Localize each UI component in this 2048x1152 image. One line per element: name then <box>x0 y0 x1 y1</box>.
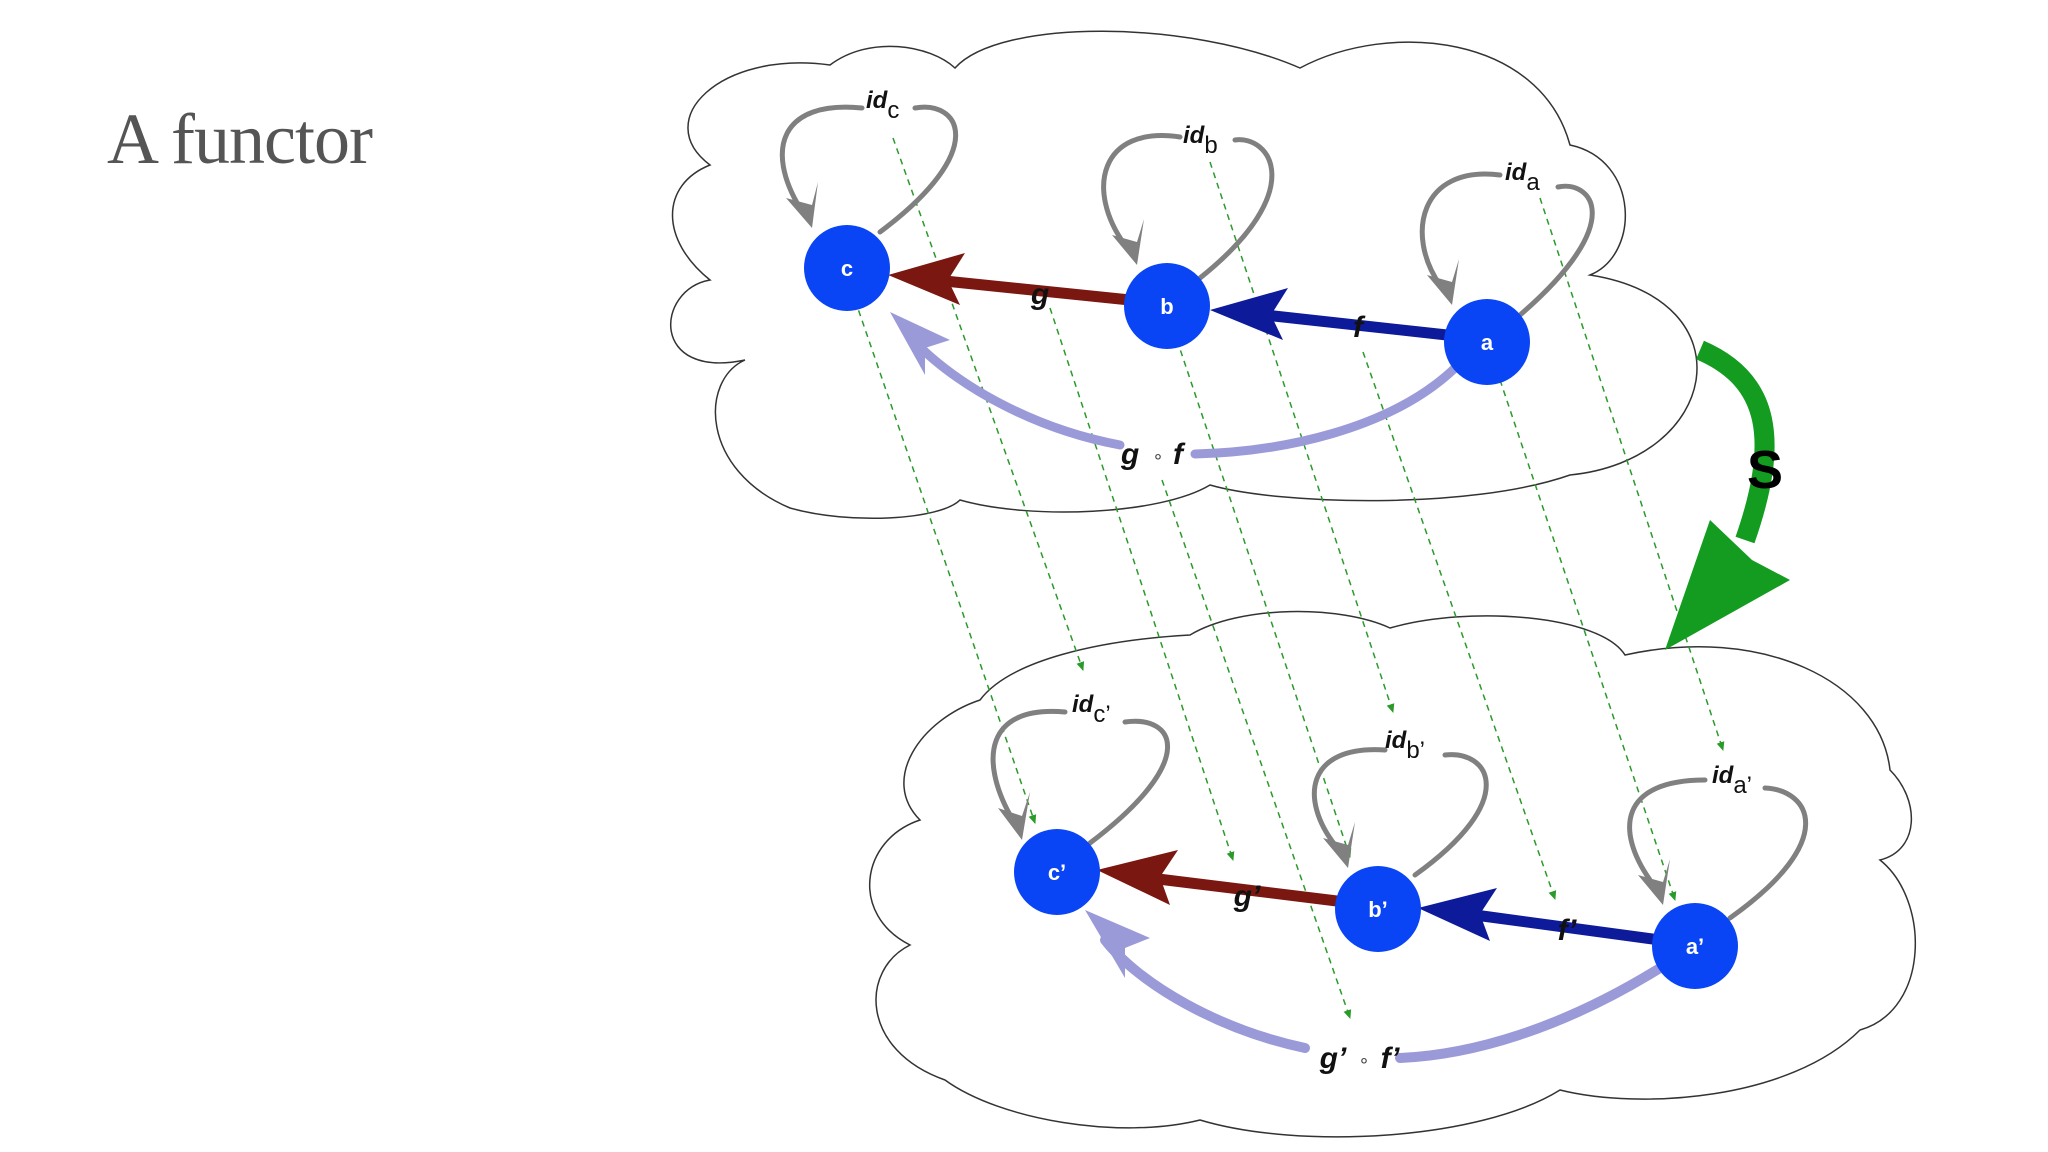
morphism-f-prime-shaft <box>1474 909 1661 946</box>
morphism-g-label: g <box>1030 278 1049 311</box>
composition-gof-prime-label: g’ ∘ f’ <box>1319 1042 1400 1075</box>
id-a-sub: a <box>1526 169 1540 196</box>
morphism-f-prime-label: f’ <box>1558 914 1578 947</box>
id-b-loop <box>1101 133 1275 281</box>
id-a-prime-label: ida’ <box>1712 762 1752 799</box>
composition-f-label: f <box>1173 438 1186 471</box>
id-b-prime-sub: b’ <box>1406 737 1425 764</box>
target-node-c[interactable]: c’ <box>1014 829 1100 915</box>
compose-symbol: ∘ <box>1152 446 1163 466</box>
id-a-loop <box>1419 171 1595 318</box>
composition-gof-arrow <box>905 332 1460 459</box>
compose-prime-symbol: ∘ <box>1358 1050 1369 1070</box>
id-c-prime-prefix: id <box>1072 691 1095 718</box>
composition-g-prime-label: g’ <box>1319 1042 1347 1075</box>
composition-gof-label: g ∘ f <box>1120 438 1186 471</box>
id-c-prime-loop <box>990 708 1170 846</box>
map-line-c <box>854 299 1037 824</box>
id-a-prime-arrowhead <box>1638 859 1670 905</box>
morphism-f-shaft <box>1264 309 1448 341</box>
map-line-f <box>1362 351 1557 900</box>
target-node-c-label: c’ <box>1048 860 1066 885</box>
functor-mapping-lines <box>854 137 1725 1019</box>
source-node-a-label: a <box>1481 330 1494 355</box>
morphism-f-prime-arrowhead <box>1418 888 1497 941</box>
source-node-c-label: c <box>841 256 853 281</box>
id-c-arrowhead <box>786 182 818 228</box>
id-b-arrowhead <box>1112 219 1144 265</box>
composition-f-prime-label: f’ <box>1381 1042 1401 1075</box>
composition-g-label: g <box>1120 438 1139 471</box>
id-a-label: ida <box>1505 159 1540 196</box>
composition-gof-prime-arrow <box>1100 935 1665 1063</box>
morphism-f-label: f <box>1353 311 1366 344</box>
id-b-prefix: id <box>1183 122 1206 149</box>
morphism-g-arrowhead <box>888 253 965 305</box>
source-node-a[interactable]: a <box>1444 299 1530 385</box>
morphism-g-prime-shaft <box>1149 872 1346 908</box>
map-line-id-a <box>1539 197 1725 751</box>
morphism-f-arrowhead <box>1210 288 1288 340</box>
functor-arrow <box>1695 340 1775 544</box>
map-line-gof <box>1161 479 1352 1019</box>
composition-gof-arrowhead <box>890 312 950 375</box>
id-b-prime-prefix: id <box>1385 727 1408 754</box>
source-identity-arrowheads <box>786 182 1459 305</box>
map-line-id-c <box>892 137 1085 671</box>
source-node-b[interactable]: b <box>1124 263 1210 349</box>
id-a-prime-prefix: id <box>1712 762 1735 789</box>
id-c-prime-label: idc’ <box>1072 691 1111 728</box>
id-a-prime-sub: a’ <box>1733 772 1752 799</box>
id-c-loop <box>779 104 959 235</box>
source-node-c[interactable]: c <box>804 225 890 311</box>
id-c-prefix: id <box>866 87 889 114</box>
map-line-a <box>1499 379 1677 901</box>
id-b-prime-label: idb’ <box>1385 727 1425 764</box>
target-category-cloud <box>868 610 1916 1138</box>
target-node-b-label: b’ <box>1368 897 1388 922</box>
functor-arrowhead <box>1665 520 1790 650</box>
morphism-g-prime-arrowhead <box>1097 850 1178 905</box>
id-a-prefix: id <box>1505 159 1528 186</box>
id-c-prime-sub: c’ <box>1093 701 1110 728</box>
id-a-arrowhead <box>1427 259 1459 305</box>
id-b-label: idb <box>1183 122 1218 159</box>
map-line-g <box>1049 307 1235 861</box>
target-identity-arrowheads <box>998 792 1670 905</box>
source-node-b-label: b <box>1160 294 1173 319</box>
id-b-prime-arrowhead <box>1323 822 1355 868</box>
id-b-prime-loop <box>1311 747 1489 878</box>
id-b-sub: b <box>1204 132 1217 159</box>
slide-title: A functor <box>107 99 373 179</box>
source-category-cloud <box>669 30 1698 520</box>
id-c-label: idc <box>866 87 899 124</box>
morphism-g-prime-label: g’ <box>1233 880 1261 913</box>
id-a-prime-loop <box>1627 777 1809 921</box>
id-c-sub: c <box>887 97 899 124</box>
target-node-a-label: a’ <box>1686 934 1704 959</box>
target-node-b[interactable]: b’ <box>1335 866 1421 952</box>
id-c-prime-arrowhead <box>998 792 1030 840</box>
composition-gof-prime-arrowhead <box>1085 910 1150 978</box>
functor-label: S <box>1747 440 1783 500</box>
target-node-a[interactable]: a’ <box>1652 903 1738 989</box>
morphism-g-shaft <box>934 274 1131 306</box>
source-identities <box>779 104 1595 318</box>
target-identities <box>990 708 1809 921</box>
